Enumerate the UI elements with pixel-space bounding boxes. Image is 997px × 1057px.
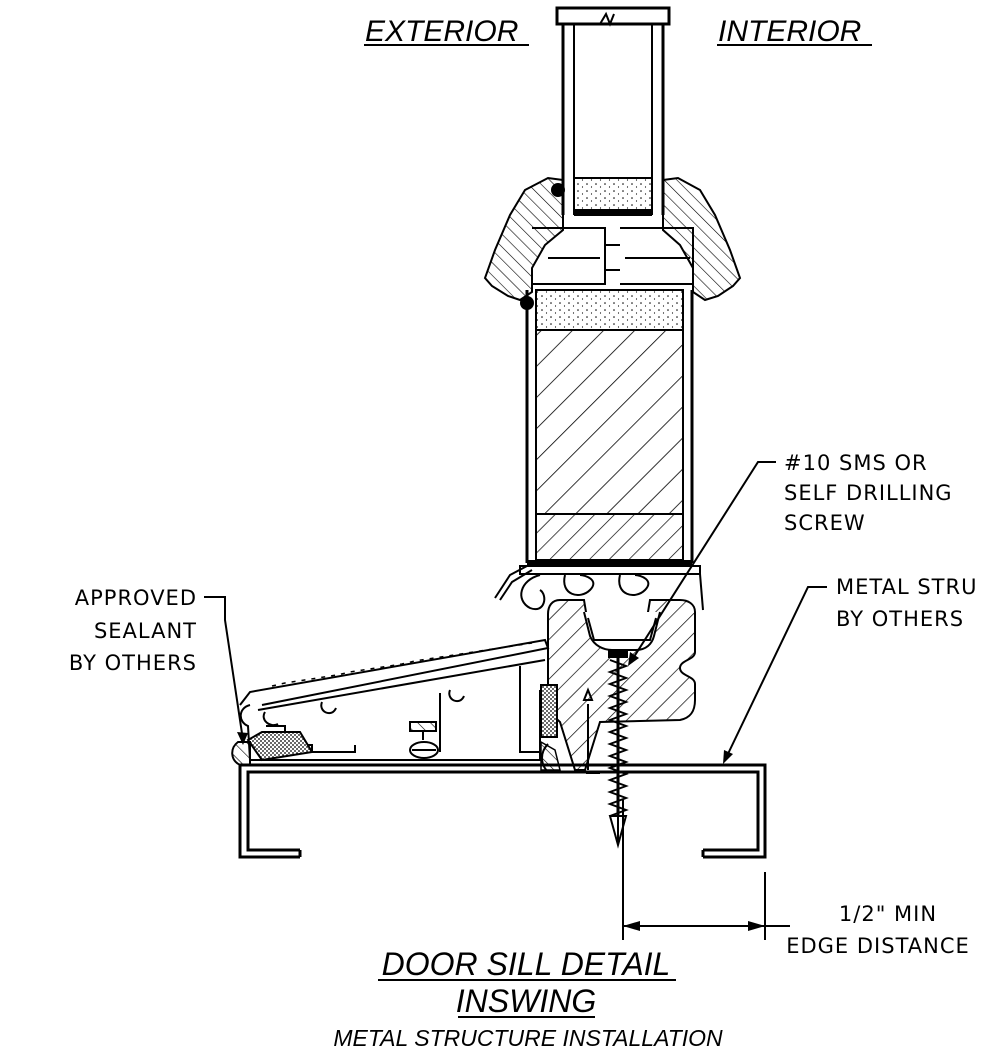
title-block: DOOR SILL DETAIL INSWING METAL STRUCTURE… [333, 946, 723, 1051]
glazing-bead-profile [483, 176, 742, 310]
sealant-callout: APPROVED SEALANT BY OTHERS [69, 586, 248, 745]
screw-line-3: SCREW [784, 511, 866, 535]
interior-header: INTERIOR [717, 15, 872, 48]
sealant-line-1: APPROVED [75, 586, 197, 610]
door-sill-profile-icon [231, 638, 550, 766]
screw-line-1: #10 SMS OR [784, 451, 928, 475]
sealant-line-3: BY OTHERS [69, 651, 197, 675]
exterior-header: EXTERIOR [364, 15, 529, 48]
bottom-rail [519, 289, 701, 575]
edge-distance-line-2: EDGE DISTANCE [786, 934, 970, 958]
screw-line-2: SELF DRILLING [784, 481, 953, 505]
exterior-label: EXTERIOR [365, 15, 518, 48]
sealant-line-2: SEALANT [94, 619, 197, 643]
title-line-1: DOOR SILL DETAIL [382, 946, 671, 982]
title-line-2: INSWING [456, 983, 596, 1019]
metal-channel-icon [238, 763, 767, 859]
screw-callout: #10 SMS OR SELF DRILLING SCREW [628, 451, 953, 666]
title-line-3: METAL STRUCTURE INSTALLATION [333, 1025, 723, 1051]
interior-label: INTERIOR [718, 15, 861, 48]
edge-distance-line-1: 1/2" MIN [839, 902, 937, 926]
metal-structure-line-2: BY OTHERS [836, 607, 964, 631]
glazing-unit [555, 6, 671, 216]
metal-structure-line-1: METAL STRU [836, 575, 977, 599]
metal-structure-callout: METAL STRU BY OTHERS [723, 575, 977, 764]
edge-distance-dimension: 1/2" MIN EDGE DISTANCE [622, 800, 970, 958]
door-sweep [494, 565, 704, 611]
